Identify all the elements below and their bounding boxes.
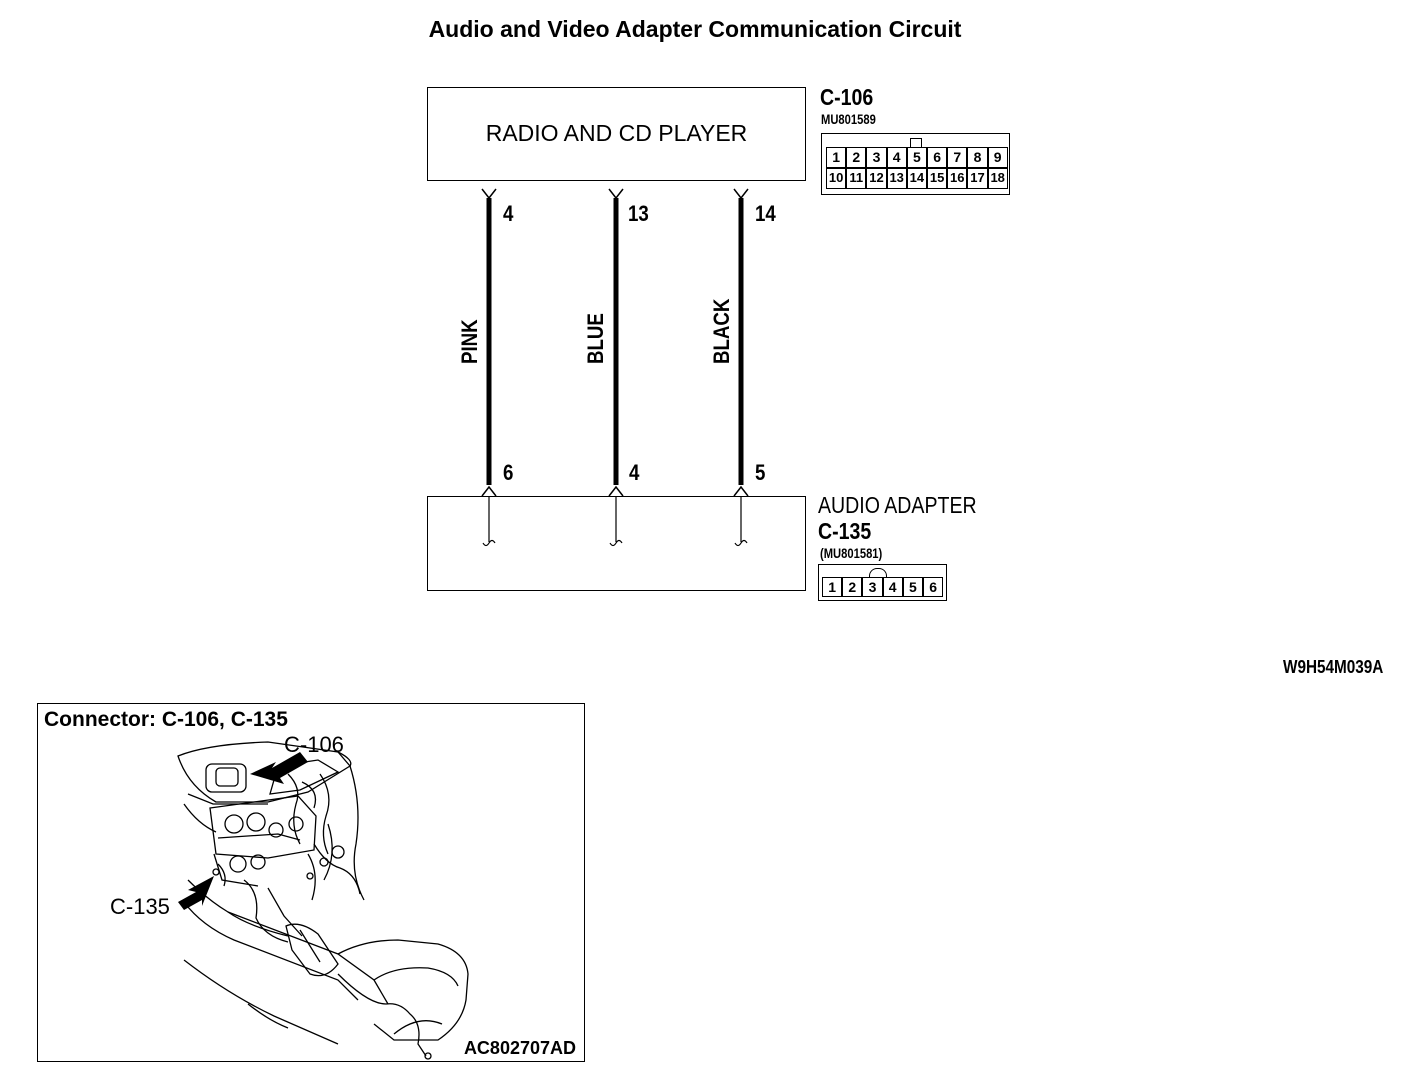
c106-pin-13: 13 — [886, 168, 907, 189]
c106-pin-14: 14 — [906, 168, 927, 189]
wire-pink — [481, 188, 497, 547]
wire-black-bottom-pin: 5 — [755, 460, 766, 485]
wire-blue-bottom-pin: 4 — [629, 460, 640, 485]
c106-pin-17: 17 — [967, 168, 988, 189]
c135-pin-4: 4 — [882, 577, 903, 597]
radio-connector-id: C-106 — [820, 84, 874, 110]
wire-blue-color: BLUE — [583, 313, 608, 364]
dashboard-illustration — [177, 741, 469, 1060]
c106-pin-6: 6 — [927, 147, 948, 168]
wire-blue — [608, 188, 624, 547]
wire-black — [733, 188, 749, 547]
inset-callout-c135: C-135 — [110, 894, 170, 919]
wiring-svg — [481, 188, 749, 547]
diagram-title: Audio and Video Adapter Communication Ci… — [428, 16, 962, 42]
connector-location-inset: Connector: C-106, C-135 — [37, 703, 585, 1062]
diagram-reference-code: W9H54M039A — [1283, 657, 1384, 677]
inset-callout-c106: C-106 — [284, 732, 344, 757]
c106-pin-5: 5 — [906, 147, 927, 168]
c106-pin-8: 8 — [967, 147, 988, 168]
wire-pink-color: PINK — [457, 319, 482, 364]
c106-pin-4: 4 — [886, 147, 907, 168]
c106-pin-2: 2 — [846, 147, 867, 168]
wire-pink-top-pin: 4 — [503, 201, 514, 226]
c106-pin-3: 3 — [866, 147, 887, 168]
c135-pin-6: 6 — [923, 577, 944, 597]
radio-cd-player-box: RADIO AND CD PLAYER — [427, 87, 806, 181]
wire-blue-top-pin: 13 — [628, 201, 649, 226]
c106-lock-tab — [910, 138, 922, 148]
c106-pin-10: 10 — [826, 168, 847, 189]
c106-pin-18: 18 — [987, 168, 1008, 189]
c135-pin-2: 2 — [842, 577, 863, 597]
c106-pin-16: 16 — [947, 168, 968, 189]
inset-reference-code: AC802707AD — [463, 1038, 576, 1058]
radio-label: RADIO AND CD PLAYER — [485, 120, 748, 146]
wire-black-color: BLACK — [709, 298, 734, 364]
c135-pin-1: 1 — [822, 577, 843, 597]
c135-pin-5: 5 — [902, 577, 923, 597]
c106-pin-7: 7 — [947, 147, 968, 168]
adapter-label: AUDIO ADAPTER — [818, 492, 977, 518]
adapter-part-number: (MU801581) — [820, 545, 883, 561]
inset-title: Connector: C-106, C-135 — [44, 708, 288, 731]
c106-pin-12: 12 — [866, 168, 887, 189]
c106-pin-15: 15 — [927, 168, 948, 189]
c106-pin-11: 11 — [846, 168, 867, 189]
wire-black-top-pin: 14 — [755, 201, 776, 226]
wire-pink-bottom-pin: 6 — [503, 460, 514, 485]
c106-pin-9: 9 — [987, 147, 1008, 168]
c135-lock-tab — [869, 568, 887, 578]
c106-pin-1: 1 — [826, 147, 847, 168]
radio-part-number: MU801589 — [821, 111, 876, 127]
adapter-connector-id: C-135 — [818, 518, 872, 544]
